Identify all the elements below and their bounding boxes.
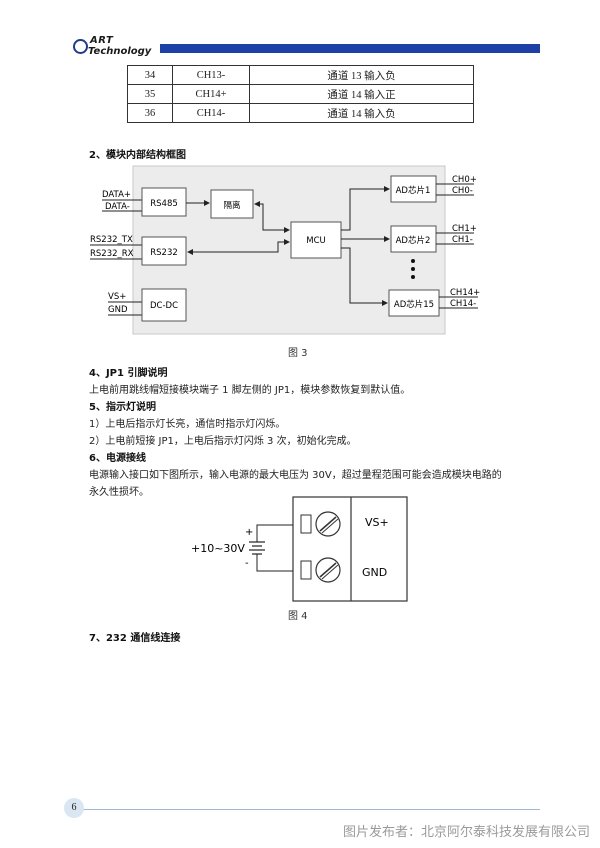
screw-slot-line [319,562,337,578]
label-data-plus: DATA+ [102,190,131,200]
block-diagram: DATA+ DATA- RS232_TX RS232_RX VS+ GND RS… [90,165,480,335]
label-ch0-plus: CH0+ [452,175,477,185]
table-cell: 36 [127,103,173,123]
table-cell: CH13- [172,65,250,85]
block-label: MCU [306,236,326,246]
label-rs232-rx: RS232_RX [90,249,134,259]
block-label: RS232 [150,248,178,258]
table-cell: 通道 13 输入负 [249,65,474,85]
arrow [341,186,390,231]
block-label: RS485 [150,199,178,209]
block-label: DC-DC [150,301,178,311]
block-mcu [290,221,342,259]
table-cell: CH14+ [172,84,250,104]
block-label: AD芯片1 [396,185,431,196]
block-ad-chip-15 [388,289,440,317]
wire-positive [256,524,298,537]
publisher-watermark: 图片发布者：北京阿尔泰科技发展有限公司 [342,825,590,840]
terminal-label-gnd: GND [362,566,387,579]
minus-sign: - [245,558,249,569]
logo-text-art: ART [90,35,114,46]
label-ch1-plus: CH1+ [452,224,477,234]
table-row: 34 CH13- 通道 13 输入负 [127,65,474,85]
wire-negative [256,559,298,572]
paragraph-power-line1: 电源输入接口如下图所示，输入电源的最大电压为 30V，超过量程范围可能会造成模块… [89,470,502,481]
block-label: AD芯片15 [394,299,434,310]
ellipsis-dot [411,259,415,263]
wire-slot [300,560,312,580]
table-cell: 通道 14 输入正 [249,84,474,104]
power-wiring-diagram: +10~30V + - VS+ GND [191,496,408,602]
figure-caption-3: 图 3 [288,348,308,359]
block-rs485 [141,187,187,217]
list-item: 2）上电前短接 JP1，上电后指示灯闪烁 3 次，初始化完成。 [89,436,357,447]
block-label: 隔离 [223,200,240,211]
table-row: 36 CH14- 通道 14 输入负 [127,103,474,123]
pin-table: 34 CH13- 通道 13 输入负 35 CH14+ 通道 14 输入正 36… [127,65,474,123]
section-heading-jp1: 4、JP1 引脚说明 [89,368,168,379]
label-data-minus: DATA- [105,202,130,212]
ellipsis-dot [411,267,415,271]
screw-slot-line [321,518,339,534]
screw-slot-line [319,516,337,532]
page-number: 6 [64,798,84,818]
terminal-block [292,496,408,602]
section-heading-power: 6、电源接线 [89,453,146,464]
screw-slot-line [321,564,339,580]
label-ch0-minus: CH0- [452,186,473,196]
voltage-label: +10~30V [191,542,245,555]
block-rs232 [141,236,187,266]
header-bar [160,44,540,53]
section-heading-block-diagram: 2、模块内部结构框图 [89,150,186,161]
arrow [341,247,388,306]
block-dc-dc [141,288,187,322]
label-ch14-minus: CH14- [450,299,476,309]
label-vs-plus: VS+ [108,292,126,302]
terminal-label-vs-plus: VS+ [365,516,389,529]
logo-text-technology: Technology [88,46,152,57]
block-ad-chip-2 [390,225,437,253]
block-isolation [210,189,254,219]
block-label: AD芯片2 [396,235,431,246]
ellipsis-dot [411,275,415,279]
company-logo-icon [73,39,88,54]
arrow [187,239,290,255]
table-cell: 通道 14 输入负 [249,103,474,123]
arrow [254,201,290,233]
figure-caption-4: 图 4 [288,611,308,622]
label-ch14-plus: CH14+ [450,288,480,298]
table-cell: 34 [127,65,173,85]
block-ad-chip-1 [390,175,437,203]
wire-slot [300,514,312,534]
label-rs232-tx: RS232_TX [90,235,133,245]
label-gnd: GND [108,305,128,315]
table-cell: 35 [127,84,173,104]
section-heading-232: 7、232 通信线连接 [89,633,181,644]
paragraph-jp1: 上电前用跳线帽短接模块端子 1 脚左侧的 JP1，模块参数恢复到默认值。 [89,385,411,396]
label-ch1-minus: CH1- [452,235,473,245]
footer-divider [70,809,540,810]
section-heading-led: 5、指示灯说明 [89,402,156,413]
table-cell: CH14- [172,103,250,123]
paragraph-power-line2: 永久性损坏。 [89,487,149,498]
table-row: 35 CH14+ 通道 14 输入正 [127,84,474,104]
plus-sign: + [245,527,253,538]
list-item: 1）上电后指示灯长亮，通信时指示灯闪烁。 [89,419,286,430]
